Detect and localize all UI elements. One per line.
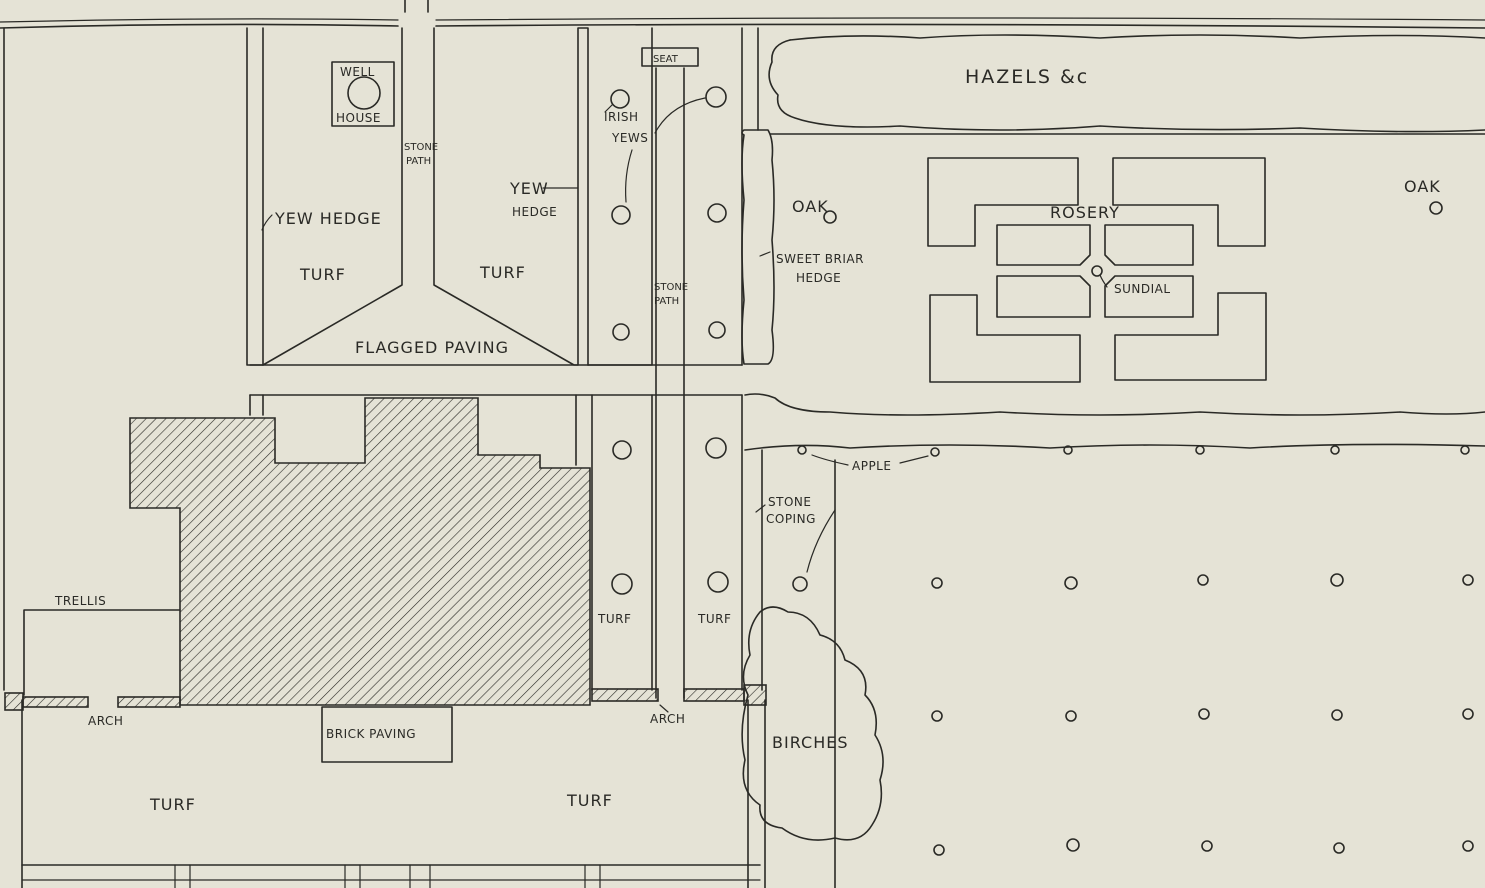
tree (708, 321, 726, 339)
label-stone-path-mid-2: PATH (654, 296, 679, 307)
tree (931, 577, 943, 589)
label-birches: BIRCHES (772, 733, 848, 752)
tree (1064, 576, 1078, 590)
tree (933, 844, 945, 856)
tree (931, 710, 943, 722)
label-hazels: HAZELS &c (965, 66, 1089, 88)
tree (1460, 445, 1470, 455)
tree (1197, 574, 1209, 586)
yew-hedge-garden (246, 27, 653, 366)
label-stone-path-mid: STONE (654, 282, 688, 293)
sweet-briar-hedge (741, 129, 775, 365)
label-apple: APPLE (852, 459, 891, 473)
label-sweet-briar-hedge: HEDGE (796, 271, 841, 285)
trellis (23, 609, 181, 696)
birches (741, 606, 884, 841)
tree (1198, 708, 1210, 720)
tree (1330, 573, 1344, 587)
label-yews: YEWS (611, 131, 648, 145)
hazels-hedge (757, 27, 1485, 135)
label-turf-bottom-left: TURF (149, 795, 196, 814)
label-seat: SEAT (653, 54, 679, 65)
tree (610, 89, 630, 109)
label-rosery: ROSERY (1050, 203, 1120, 222)
trees (610, 86, 1474, 856)
label-brick-paving: BRICK PAVING (326, 727, 416, 741)
tree (1462, 574, 1474, 586)
tree (1462, 840, 1474, 852)
rosery-beds (927, 157, 1267, 383)
house-footprint (129, 397, 591, 706)
tree (707, 571, 729, 593)
tree (1066, 838, 1080, 852)
label-turf-left: TURF (299, 265, 346, 284)
tree (1331, 709, 1343, 721)
label-flagged-paving: FLAGGED PAVING (355, 338, 509, 357)
tree (705, 437, 727, 459)
label-well: WELL (340, 65, 375, 79)
tree (611, 205, 631, 225)
tree (707, 203, 727, 223)
label-sundial: SUNDIAL (1114, 282, 1171, 296)
label-arch-right: ARCH (650, 712, 685, 726)
brick-paving-area (321, 706, 453, 763)
label-yew-right-1: YEW (509, 179, 549, 198)
tree (1065, 710, 1077, 722)
label-irish: IRISH (604, 110, 639, 124)
labels: WELL HOUSE STONE PATH YEW HEDGE TURF TUR… (54, 54, 1441, 814)
label-stone-coping: STONE (768, 495, 811, 509)
label-trellis: TRELLIS (54, 594, 106, 608)
label-sweet-briar: SWEET BRIAR (776, 252, 864, 266)
label-turf-small-2: TURF (697, 612, 731, 626)
label-stone-path-top-2: PATH (406, 156, 431, 167)
central-walk (249, 27, 743, 699)
tree (1333, 842, 1345, 854)
arch-walls (4, 684, 767, 711)
tree (612, 440, 632, 460)
tree (1063, 445, 1073, 455)
tree (797, 445, 807, 455)
tree (1201, 840, 1213, 852)
label-arch-left: ARCH (88, 714, 123, 728)
tree (705, 86, 727, 108)
label-yew-right-2: HEDGE (512, 205, 557, 219)
leader-lines (261, 97, 1108, 713)
tree (611, 573, 633, 595)
tree (1429, 201, 1443, 215)
label-yew-hedge-left: YEW HEDGE (274, 209, 382, 228)
tree (612, 323, 630, 341)
tree (930, 447, 940, 457)
label-turf-center: TURF (479, 263, 526, 282)
tree (1330, 445, 1340, 455)
label-house: HOUSE (336, 111, 381, 125)
label-coping: COPING (766, 512, 816, 526)
label-turf-small-1: TURF (597, 612, 631, 626)
tree (792, 576, 808, 592)
tree (1462, 708, 1474, 720)
label-stone-path-top: STONE (404, 142, 438, 153)
tree (823, 210, 837, 224)
label-oak-1: OAK (792, 197, 829, 216)
label-turf-bottom-center: TURF (566, 791, 613, 810)
tree (1195, 445, 1205, 455)
label-oak-2: OAK (1404, 177, 1441, 196)
